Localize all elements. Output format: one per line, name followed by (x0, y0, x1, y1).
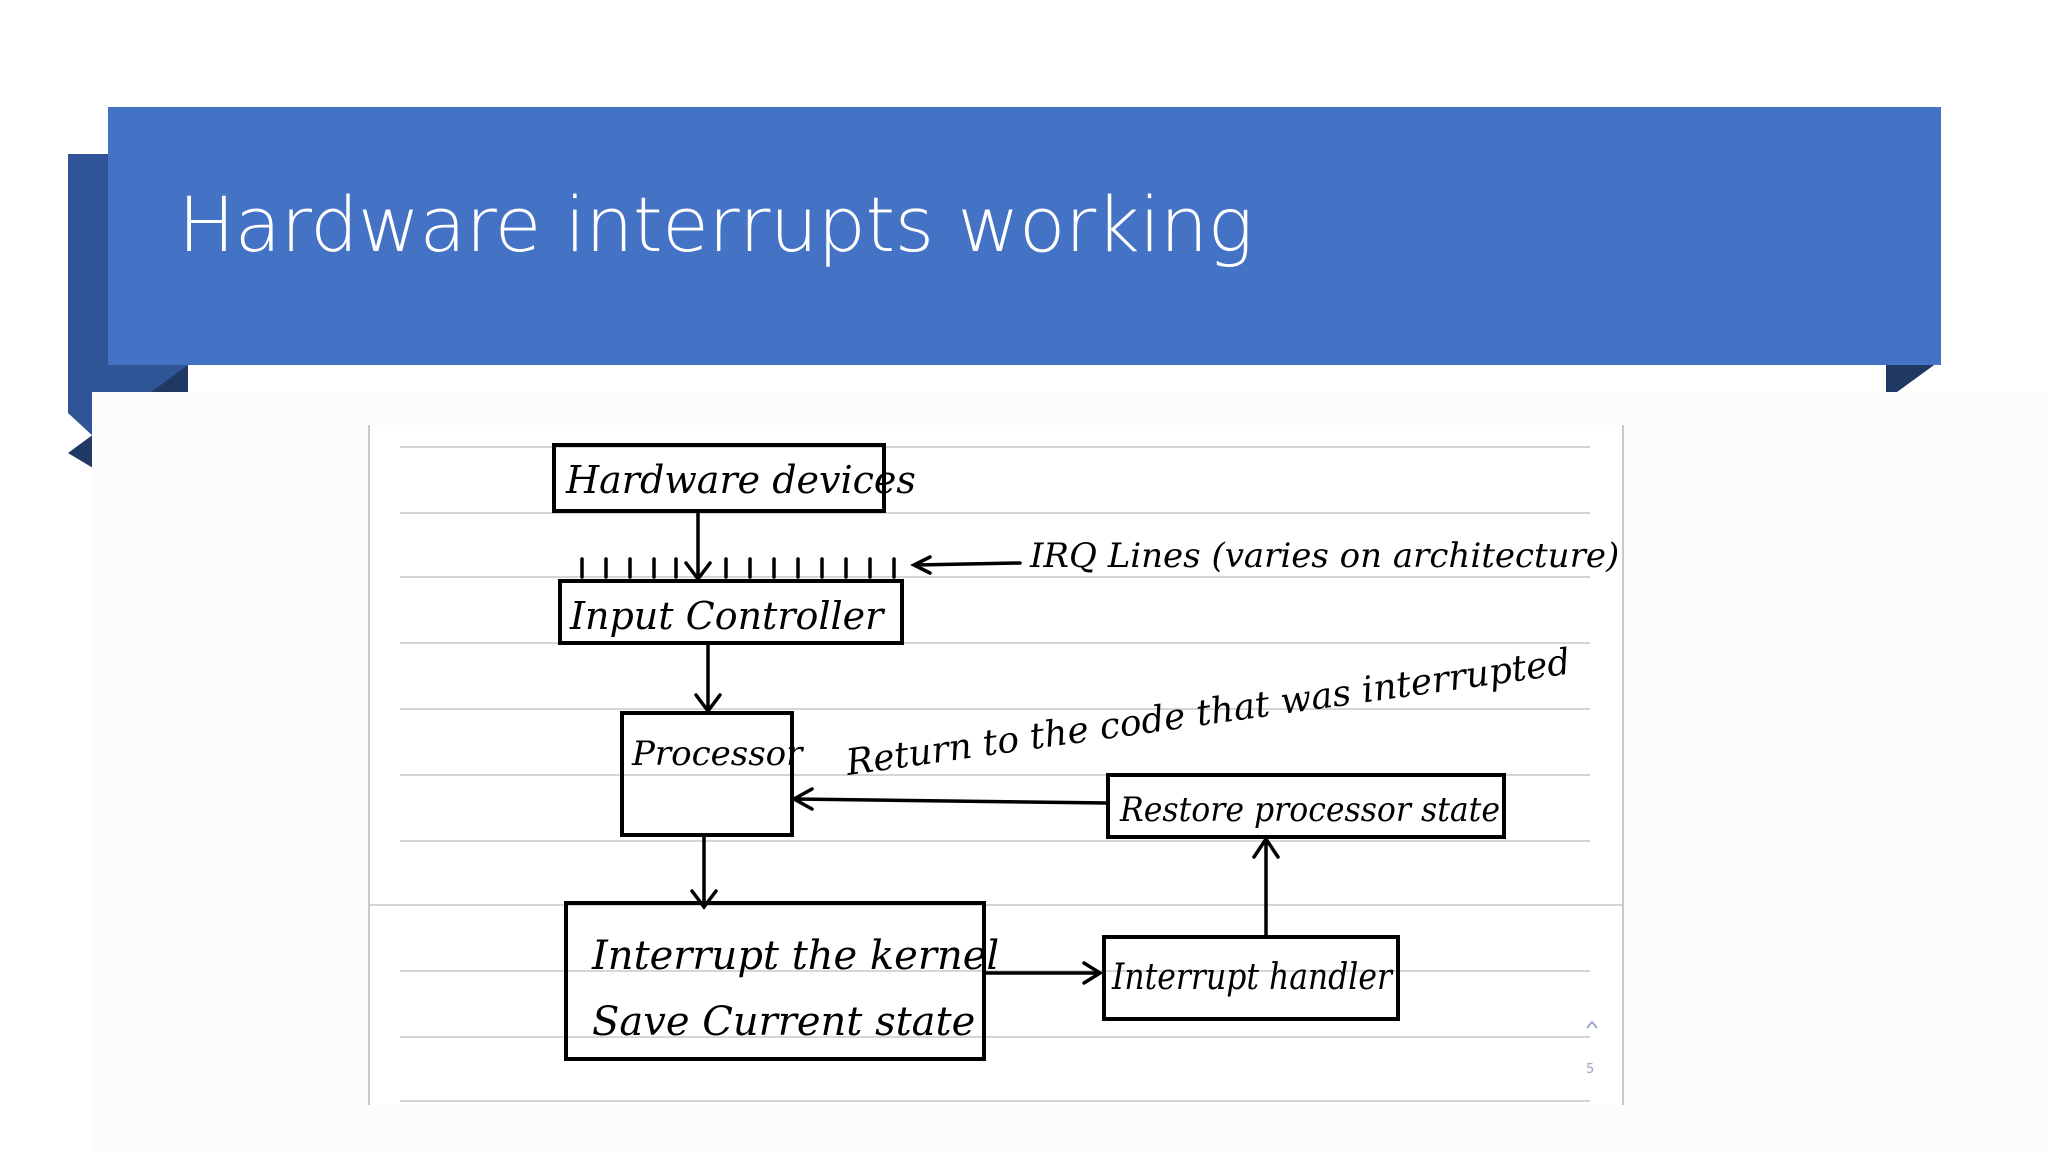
arrow-to-input-controller (684, 511, 712, 582)
irq-lines-label: IRQ Lines (varies on architecture) (1029, 536, 1619, 576)
irq-line-ticks (580, 557, 896, 579)
hardware-devices-label: Hardware devices (565, 458, 916, 502)
processor-box (620, 711, 794, 837)
return-note-label: Return to the code that was interrupted (843, 642, 1573, 784)
arrow-kernel-to-handler (984, 961, 1104, 985)
scroll-up-icon[interactable] (1586, 1020, 1598, 1029)
arrow-to-processor (694, 643, 722, 714)
hardware-devices-box (552, 443, 886, 513)
diagram-canvas: Hardware devices IRQ Lines (varies on ar… (370, 443, 1622, 1102)
restore-state-box (1106, 773, 1506, 839)
arrow-restore-to-processor (790, 787, 1110, 811)
handwritten-diagram: Hardware devices IRQ Lines (varies on ar… (368, 425, 1624, 1105)
processor-label: Processor (631, 734, 804, 774)
interrupt-handler-label: Interrupt handler (1111, 957, 1393, 998)
slide-title: Hardware interrupts working (178, 180, 1253, 269)
interrupt-kernel-line1: Interrupt the kernel (591, 933, 999, 979)
interrupt-handler-box (1102, 935, 1400, 1021)
arrow-to-interrupt-kernel (690, 835, 718, 910)
irq-pointer-arrow (910, 555, 1022, 575)
page-indicator: 5 (1586, 1062, 1594, 1077)
arrow-handler-to-restore (1252, 835, 1280, 937)
input-controller-box (558, 579, 904, 645)
title-banner (108, 107, 1941, 365)
interrupt-kernel-box (564, 901, 986, 1061)
restore-state-label: Restore processor state (1119, 790, 1500, 830)
input-controller-label: Input Controller (569, 594, 886, 638)
interrupt-kernel-line2: Save Current state (592, 999, 975, 1045)
